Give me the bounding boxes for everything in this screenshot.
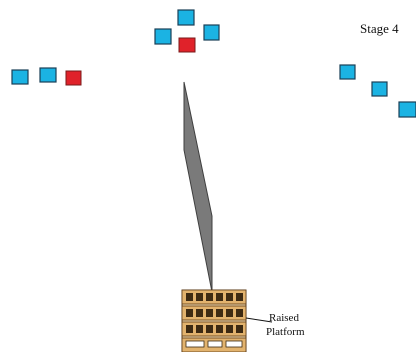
blue-square — [371, 81, 388, 97]
platform-label-line1: Raised — [269, 312, 299, 324]
blue-square — [39, 67, 57, 83]
blue-square — [203, 24, 220, 41]
blue-square — [339, 64, 356, 80]
red-square — [65, 70, 82, 86]
platform-label-line2: Platform — [266, 326, 305, 338]
right-square-group — [339, 64, 416, 118]
blue-square — [398, 101, 416, 118]
blue-square — [154, 28, 172, 45]
boom-beam — [183, 81, 213, 293]
stage-label: Stage 4 — [360, 21, 399, 36]
red-square — [178, 37, 196, 53]
blue-square — [177, 9, 195, 26]
raised-platform — [181, 289, 247, 352]
left-square-group — [11, 67, 82, 86]
platform-leader-line — [245, 317, 273, 323]
top-square-group — [154, 9, 220, 53]
blue-square — [11, 69, 29, 85]
